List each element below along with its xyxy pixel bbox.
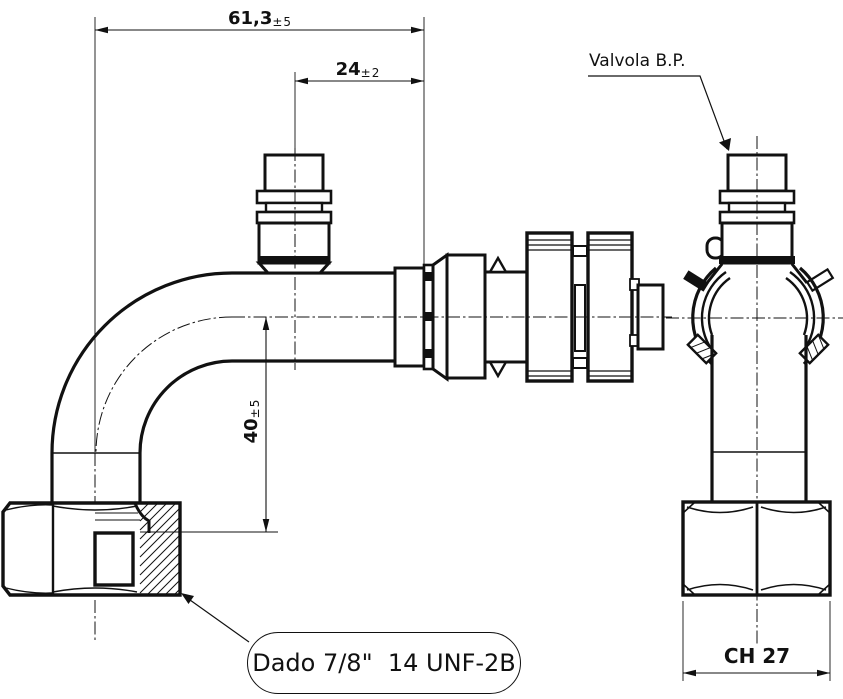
nut-callout-balloon: Dado 7/8" 14 UNF-2B [247, 632, 521, 694]
dim-vertical-height: 40±5 [241, 391, 262, 451]
valve-callout-label: Valvola B.P. [589, 51, 686, 71]
vertical-pipe-edges [50, 453, 142, 503]
dim-height-value: 40 [241, 418, 262, 444]
dim-wrench-size: CH 27 [723, 644, 791, 668]
valve-base [255, 261, 333, 275]
elbow-outer-arc [50, 271, 233, 454]
right-clip [805, 267, 835, 293]
side-view [681, 153, 835, 597]
thread-bore-section [93, 531, 135, 587]
elbow-centerline-arc [95, 316, 233, 454]
valve-cap [263, 153, 325, 193]
coupler-disc-2 [586, 231, 634, 383]
front-view [1, 153, 665, 597]
right-lug [798, 333, 830, 365]
dimension-graphics [94, 17, 831, 681]
nut-leader-line [182, 594, 250, 643]
center-shaft [574, 284, 586, 352]
elbow-inner-arc [138, 359, 233, 454]
dim-overall-tolerance: ±5 [272, 15, 293, 29]
nut-front-sectioned [1, 501, 182, 597]
dim-height-tolerance: ±5 [248, 398, 262, 419]
dim-overall-length: 61,3±5 [205, 8, 315, 29]
valve-seal-band [259, 256, 329, 264]
dim-valve-value: 24 [335, 59, 361, 80]
valve-leader-line [588, 75, 728, 150]
section-hatching [139, 502, 181, 596]
side-pipe-edges [710, 335, 808, 502]
cap-clip [683, 270, 709, 292]
coupler-disc-1 [525, 231, 574, 383]
dim-valve-tolerance: ±2 [360, 66, 381, 80]
centerlines [94, 136, 843, 645]
ext-lines-wrench [682, 601, 831, 681]
service-valve-front [255, 153, 333, 275]
dim-overall-value: 61,3 [227, 8, 273, 29]
dim-valve-position: 24±2 [303, 59, 413, 80]
coupling-body [393, 231, 665, 383]
